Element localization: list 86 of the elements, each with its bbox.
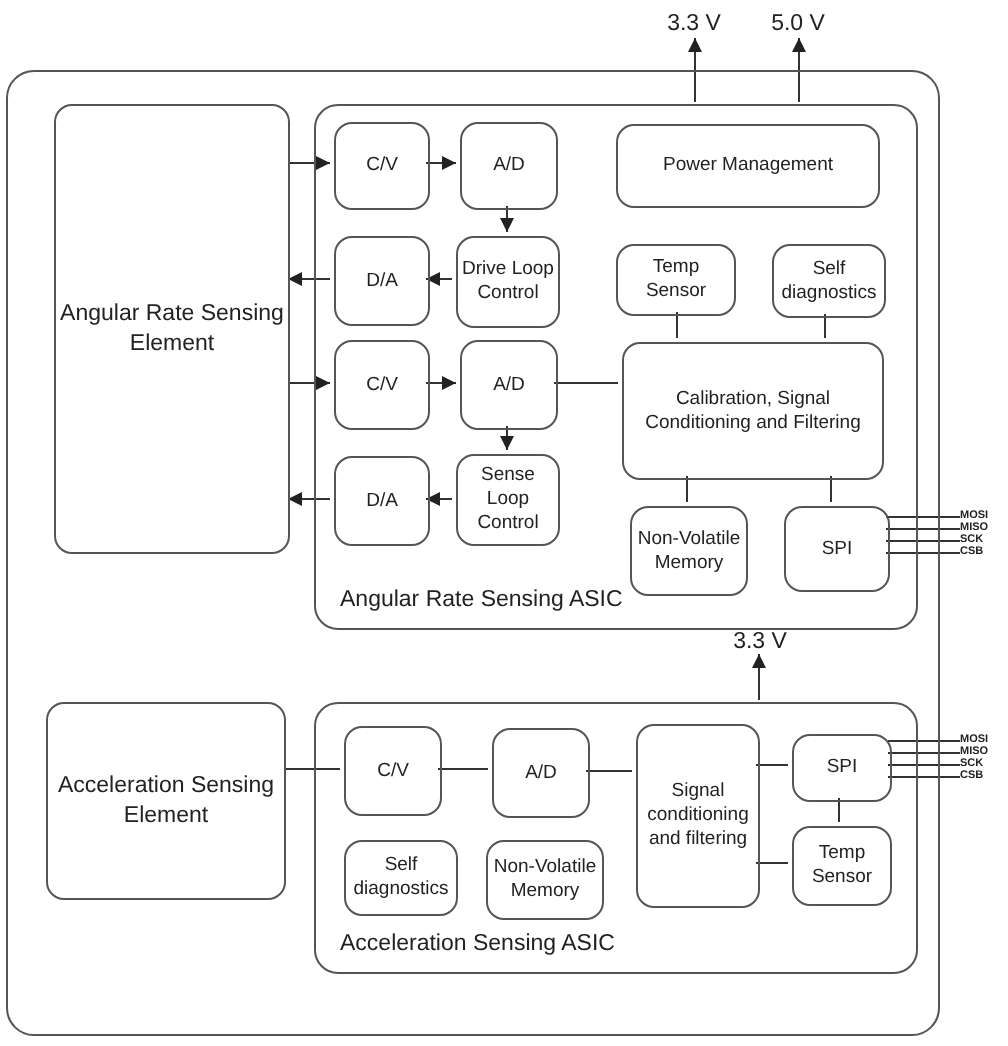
sensing-element-box: [54, 104, 290, 554]
block-label: A/D: [491, 373, 527, 397]
block-label: Self diagnostics: [351, 854, 451, 902]
arrow: [425, 272, 453, 286]
function-block: [492, 728, 590, 818]
block-label: Self diagnostics: [779, 257, 879, 305]
block-label: Angular Rate Sensing Element: [58, 300, 286, 358]
block-label: Drive Loop Control: [460, 258, 556, 306]
function-block: [792, 826, 892, 906]
connector-line: [885, 516, 961, 518]
connector-line: [830, 475, 832, 503]
block-label: Temp Sensor: [643, 256, 709, 304]
arrow: [500, 205, 514, 233]
function-block: [334, 340, 430, 430]
function-block: [460, 122, 558, 210]
block-label: Power Management: [660, 154, 836, 178]
connector-line: [887, 740, 961, 742]
block-label: Signal conditioning and filtering: [645, 780, 751, 852]
function-block: [630, 506, 748, 596]
connector-line: [885, 540, 961, 542]
block-label: SPI: [824, 756, 860, 780]
block-label: Calibration, Signal Conditioning and Filtering: [643, 387, 863, 435]
voltage-label: 3.3 V: [728, 626, 792, 656]
function-block: [636, 724, 760, 908]
block-label: A/D: [523, 761, 559, 785]
connector-line: [887, 752, 961, 754]
arrow: [688, 37, 702, 103]
voltage-label: 5.0 V: [766, 8, 830, 38]
block-label: Acceleration Sensing Element: [55, 772, 277, 830]
panel-title: Acceleration Sensing ASIC: [340, 932, 615, 956]
function-block: [792, 734, 892, 802]
connector-line: [437, 768, 489, 770]
arrow: [425, 492, 453, 506]
sensing-element-box: [46, 702, 286, 900]
connector-line: [887, 764, 961, 766]
function-block: [616, 244, 736, 316]
function-block: [616, 124, 880, 208]
function-block: [344, 840, 458, 916]
block-label: Non-Volatile Memory: [491, 856, 599, 904]
voltage-label: 3.3 V: [662, 8, 726, 38]
arrow: [792, 37, 806, 103]
connector-line: [887, 776, 961, 778]
function-block: [486, 840, 604, 920]
arrow: [425, 156, 457, 170]
connector-line: [885, 552, 961, 554]
function-block: [334, 456, 430, 546]
connector-line: [885, 528, 961, 530]
function-block: [334, 236, 430, 326]
device-outline: [6, 70, 940, 1036]
function-block: [784, 506, 890, 592]
function-block: [344, 726, 442, 816]
block-label: Sense Loop Control: [475, 464, 541, 536]
function-block: [772, 244, 886, 318]
arrow: [425, 376, 457, 390]
connector-line: [838, 797, 840, 823]
arrow: [752, 653, 766, 701]
block-label: D/A: [364, 489, 400, 513]
block-label: A/D: [491, 154, 527, 178]
arrow: [287, 272, 331, 286]
arrow: [287, 376, 331, 390]
function-block: [456, 454, 560, 546]
function-block: [334, 122, 430, 210]
arrow: [500, 425, 514, 451]
connector-line: [755, 862, 789, 864]
connector-line: [283, 768, 341, 770]
function-block: [622, 342, 884, 480]
asic-panel: [314, 702, 918, 974]
connector-line: [686, 475, 688, 503]
connector-line: [585, 770, 633, 772]
block-label: Non-Volatile Memory: [635, 527, 743, 575]
block-label: C/V: [364, 154, 400, 178]
block-label: Temp Sensor: [809, 842, 875, 890]
function-block: [460, 340, 558, 430]
panel-title: Angular Rate Sensing ASIC: [340, 588, 623, 612]
arrow: [287, 156, 331, 170]
function-block: [456, 236, 560, 328]
connector-line: [755, 764, 789, 766]
arrow: [287, 492, 331, 506]
block-label: SPI: [819, 537, 855, 561]
block-label: C/V: [375, 759, 411, 783]
block-label: D/A: [364, 269, 400, 293]
asic-panel: [314, 104, 918, 630]
connector-line: [824, 313, 826, 339]
connector-line: [553, 382, 619, 384]
connector-line: [676, 311, 678, 339]
block-label: C/V: [364, 373, 400, 397]
